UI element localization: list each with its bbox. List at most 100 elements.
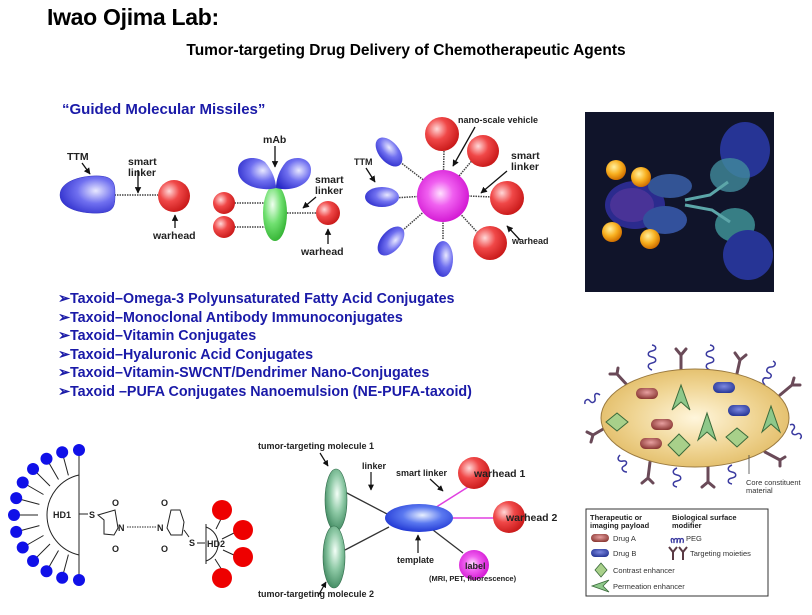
antibody-structure xyxy=(605,122,773,280)
hd1-blue-terminus xyxy=(73,444,85,456)
arrow-bullet-icon: ➢ xyxy=(58,346,70,363)
legend-contrast: Contrast enhancer xyxy=(613,566,675,575)
core-label-1: Core constituent xyxy=(746,478,802,487)
hd1-branch xyxy=(20,525,40,532)
hd2-hemisphere xyxy=(205,526,219,562)
label-linker-line xyxy=(432,529,464,554)
template-conjugate: tumor-targeting molecule 1 linker smart … xyxy=(258,441,558,599)
ttm-label: TTM xyxy=(67,151,89,163)
linker-line xyxy=(344,526,390,551)
template-core xyxy=(385,504,453,532)
core-label-2: material xyxy=(746,486,773,495)
hd2-red-terminus xyxy=(233,547,253,567)
drug-b-swatch xyxy=(591,549,609,557)
hd1-blue-terminus xyxy=(8,509,20,521)
hd2-red-terminus xyxy=(212,500,232,520)
arrow-bullet-icon: ➢ xyxy=(58,309,70,326)
smart-label: smart xyxy=(128,156,157,168)
hd1-branch xyxy=(48,462,59,480)
list-item-text: Taxoid–Vitamin Conjugates xyxy=(69,328,257,345)
hd1-branch xyxy=(36,472,51,487)
smart-linker-label: smart linker xyxy=(396,468,448,478)
arrow-bullet-icon: ➢ xyxy=(58,383,70,400)
vehicle-arrow xyxy=(452,126,476,167)
smart-label: smart xyxy=(511,150,540,162)
warhead-sphere xyxy=(158,180,190,212)
ttm1-arrow xyxy=(319,452,329,467)
antibody-render-photo xyxy=(585,112,774,292)
linker-label: linker xyxy=(128,167,156,179)
antibody-fc xyxy=(263,185,287,241)
hd1-blue-terminus xyxy=(40,452,53,465)
warhead-2-label: warhead 2 xyxy=(505,512,558,524)
slide-subtitle: Tumor-targeting Drug Delivery of Chemoth… xyxy=(186,42,626,59)
vehicle-label: nano-scale vehicle xyxy=(458,115,538,125)
missile-panel-nanovehicle: nano-scale vehicle TTM smart linker warh… xyxy=(354,115,549,277)
sulfur-label: S xyxy=(89,510,95,520)
hd1-blue-termini xyxy=(8,444,85,586)
label-text: label xyxy=(465,561,486,571)
warhead-sphere xyxy=(490,181,524,215)
legend-modifier-heading: Biological surface xyxy=(672,513,737,522)
drug-a-pill xyxy=(651,419,673,430)
list-item: ➢Taxoid–Vitamin-SWCNT/Dendrimer Nano-Con… xyxy=(58,364,472,383)
peg-coils xyxy=(584,344,802,488)
label-sphere xyxy=(459,550,489,580)
drug-b-pill xyxy=(728,405,750,416)
oxygen-label: O xyxy=(112,498,119,508)
hd1-branch xyxy=(20,498,40,505)
nano-vehicle-sphere xyxy=(417,170,469,222)
targeting-moieties xyxy=(585,347,802,489)
conjugate-list: ➢ Taxoid–Omega-3 Polyunsaturated Fatty Ac… xyxy=(58,290,472,402)
hd1-blue-terminus xyxy=(10,492,23,505)
bond xyxy=(183,529,190,538)
hd2-red-terminus xyxy=(233,520,253,540)
tumor-targeting-molecule-1 xyxy=(324,468,348,532)
hd1-blue-terminus xyxy=(16,476,29,489)
succinimide-ring xyxy=(96,509,119,536)
list-item-text: Taxoid–Omega-3 Polyunsaturated Fatty Aci… xyxy=(69,291,455,307)
ttm1-label: tumor-targeting molecule 1 xyxy=(258,441,374,451)
legend-drug-a: Drug A xyxy=(613,534,636,543)
antibody-arm-right xyxy=(276,158,311,190)
list-item: ➢Taxoid –PUFA Conjugates Nanoemulsion (N… xyxy=(58,383,472,402)
permeation-swatch xyxy=(590,579,610,593)
hd1-branch xyxy=(26,484,44,495)
dendrimer-conjugate: HD1 S O O N N O O S HD2 xyxy=(8,444,253,588)
arrow-bullet-icon: ➢ xyxy=(58,328,70,345)
list-item: ➢Taxoid–Monoclonal Antibody Immunoconjug… xyxy=(58,309,472,328)
targeting-swatch xyxy=(668,546,688,560)
linker-line xyxy=(344,491,390,516)
ttm2-arrow xyxy=(317,581,327,597)
hd2-label: HD2 xyxy=(207,539,225,549)
list-item-text: Taxoid–Hyaluronic Acid Conjugates xyxy=(69,346,314,363)
lab-title: Iwao Ojima Lab: xyxy=(47,4,219,30)
oxygen-label: O xyxy=(161,544,168,554)
warhead-label: warhead xyxy=(300,246,344,258)
drug-b-pill xyxy=(713,382,735,393)
ttm2-label: tumor-targeting molecule 2 xyxy=(258,589,374,599)
hd1-blue-terminus xyxy=(73,574,85,586)
smart-label: smart xyxy=(315,174,344,186)
linker-arrow xyxy=(480,170,508,194)
legend-peg: PEG xyxy=(686,534,702,543)
legend-targeting: Targeting moieties xyxy=(690,549,751,558)
hd1-branch xyxy=(26,535,44,546)
list-item-text: Taxoid–Vitamin-SWCNT/Dendrimer Nano-Conj… xyxy=(69,365,430,382)
hd1-blue-terminus xyxy=(40,565,53,578)
oxygen-label: O xyxy=(112,544,119,554)
warhead-sphere xyxy=(213,216,235,238)
drug-sphere xyxy=(606,160,626,180)
drug-a-pill xyxy=(636,388,658,399)
ttm-arrow xyxy=(81,162,91,175)
nitrogen-label: N xyxy=(118,523,125,533)
nanoparticle-core xyxy=(600,368,790,468)
peg-swatch xyxy=(670,537,685,544)
hd1-hemisphere xyxy=(46,474,80,556)
ttm-shape xyxy=(433,241,453,277)
antibody-arm-left xyxy=(238,158,276,190)
list-item: ➢Taxoid–Omega-3 Polyunsaturated Fatty Ac… xyxy=(58,290,472,309)
warhead-sphere xyxy=(316,201,340,225)
label-note: (MRI, PET, fluorescence) xyxy=(429,574,517,583)
